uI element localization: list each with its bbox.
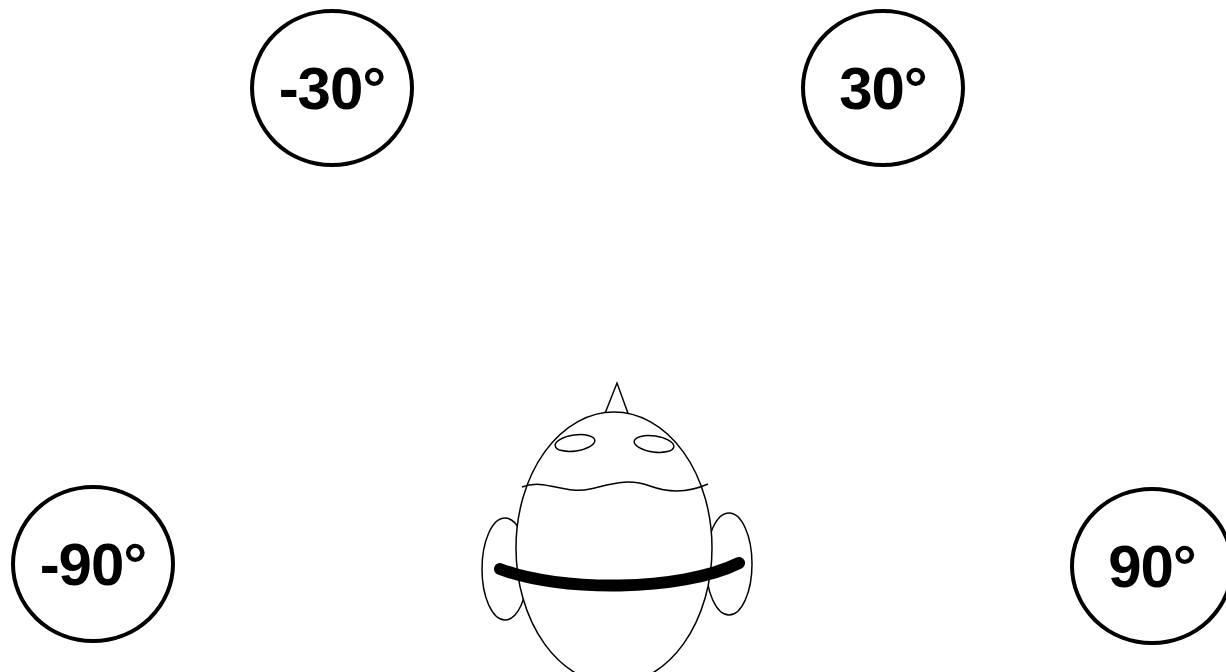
face-line [522, 482, 708, 491]
circle-shape [1072, 489, 1226, 643]
angle-circle: 90° [1070, 487, 1226, 645]
angle-circle: -90° [11, 485, 175, 643]
head-spike [604, 383, 629, 416]
angle-circle: -30° [250, 9, 414, 167]
circle-shape [13, 487, 173, 641]
headband [500, 563, 739, 586]
circle-shape [803, 11, 963, 165]
angle-circle: 30° [801, 9, 965, 167]
angle-label: -90° [40, 530, 147, 599]
angle-label: 30° [839, 54, 927, 123]
angle-label: -30° [279, 54, 386, 123]
circle-shape [252, 11, 412, 165]
head-outline [516, 412, 712, 672]
right-eye [633, 433, 675, 454]
left-eye [554, 432, 596, 453]
angle-label: 90° [1108, 532, 1196, 601]
